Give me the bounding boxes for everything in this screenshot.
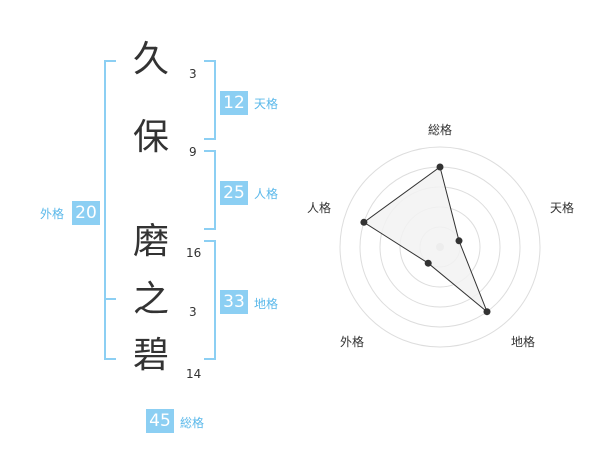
tenkaku-label: 天格 (254, 97, 279, 111)
jinkaku-badge: 25 (220, 181, 248, 205)
tenkaku-bracket (204, 60, 216, 140)
chikaku-bracket (204, 240, 216, 360)
soukaku-label: 総格 (180, 416, 205, 430)
name-char-3: 磨 (132, 221, 169, 262)
gaikaku-bracket (104, 60, 116, 360)
radar-point-4 (424, 259, 432, 267)
radar-point-3 (483, 308, 491, 316)
stroke-count-5: 14 (186, 367, 202, 381)
soukaku-badge: 45 (146, 409, 174, 433)
jinkaku-label: 人格 (254, 187, 279, 201)
stroke-count-3: 16 (186, 246, 202, 260)
stroke-count-1: 3 (189, 67, 197, 81)
radar-point-2 (455, 237, 463, 245)
stroke-count-4: 3 (189, 305, 197, 319)
radar-series-polygon (363, 166, 488, 313)
radar-point-1 (436, 163, 444, 171)
name-char-1: 久 (132, 39, 169, 80)
radar-axis-label-tenkaku: 天格 (550, 201, 575, 215)
gaikaku-badge: 20 (72, 201, 100, 225)
tenkaku-badge: 12 (220, 91, 248, 115)
radar-axis-label-jinkaku: 人格 (307, 201, 332, 215)
jinkaku-bracket (204, 150, 216, 230)
chikaku-badge: 33 (220, 290, 248, 314)
radar-grid-ring-5 (339, 146, 541, 348)
radar-axis-label-chikaku: 地格 (511, 335, 536, 349)
name-char-2: 保 (132, 117, 169, 158)
name-char-4: 之 (132, 279, 169, 320)
radar-axis-label-gaikaku: 外格 (340, 335, 365, 349)
chikaku-label: 地格 (254, 297, 279, 311)
gaikaku-label: 外格 (40, 207, 65, 221)
radar-axis-label-soukaku: 総格 (428, 123, 453, 137)
radar-point-5 (360, 218, 368, 226)
stroke-count-2: 9 (189, 145, 197, 159)
gaikaku-bracket-tick (104, 298, 116, 300)
name-char-5: 碧 (132, 335, 169, 376)
